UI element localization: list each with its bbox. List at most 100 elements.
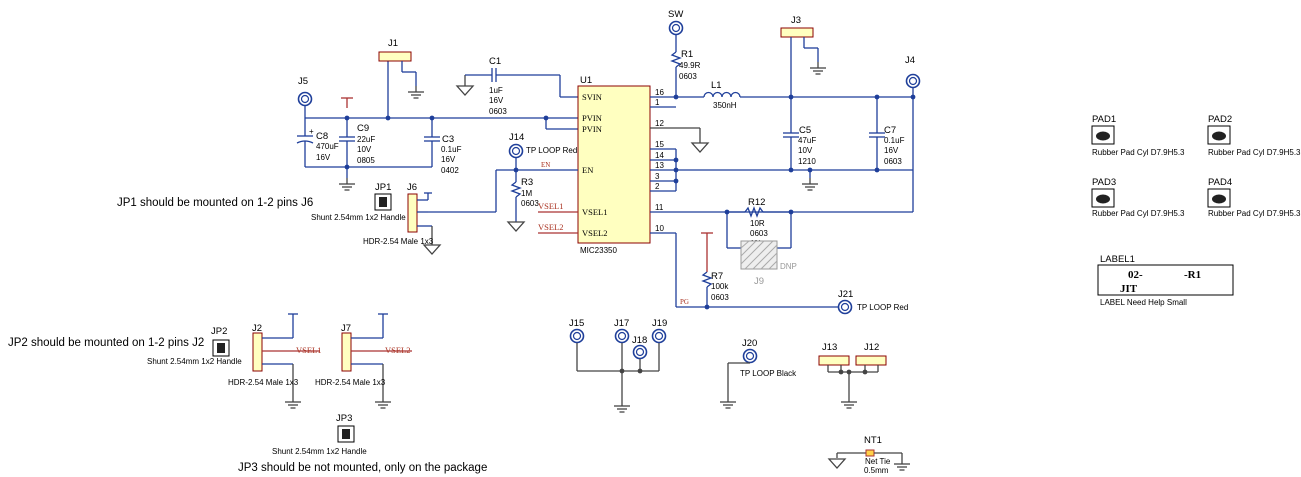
- j13-connector[interactable]: [818, 355, 850, 366]
- svg-text:VSEL2: VSEL2: [582, 228, 608, 238]
- svg-text:TP LOOP Red: TP LOOP Red: [857, 303, 908, 312]
- svg-text:16V: 16V: [441, 155, 456, 164]
- svg-text:100k: 100k: [711, 282, 729, 291]
- j19-testpoint-icon[interactable]: [651, 328, 667, 344]
- c3-capacitor[interactable]: [424, 118, 440, 167]
- l1-ref: L1: [711, 80, 722, 91]
- svg-text:22uF: 22uF: [357, 135, 375, 144]
- svg-text:1M: 1M: [521, 189, 532, 198]
- j5-testpoint-icon[interactable]: [297, 91, 313, 107]
- j18-ref: J18: [632, 335, 647, 346]
- pad2-icon[interactable]: [1207, 125, 1231, 145]
- sw-testpoint-icon[interactable]: [668, 20, 684, 36]
- c5-capacitor[interactable]: [783, 97, 799, 170]
- j21-testpoint-icon[interactable]: [837, 299, 853, 315]
- svg-text:10V: 10V: [357, 145, 372, 154]
- gnd-icon: [507, 221, 525, 232]
- j20-testpoint-icon[interactable]: [742, 348, 758, 364]
- j17-ref: J17: [614, 318, 629, 329]
- j1-connector[interactable]: [378, 51, 417, 86]
- c7-capacitor[interactable]: [869, 97, 885, 170]
- c8-capacitor[interactable]: [296, 130, 314, 167]
- svg-text:15: 15: [655, 140, 664, 149]
- svg-text:350nH: 350nH: [713, 101, 737, 110]
- gnd-icon: [407, 85, 425, 99]
- svg-text:-R1: -R1: [1184, 269, 1201, 281]
- r7-resistor[interactable]: [701, 271, 713, 307]
- j17-testpoint-icon[interactable]: [614, 328, 630, 344]
- j2-connector[interactable]: [252, 313, 320, 396]
- r12-resistor[interactable]: [727, 206, 791, 218]
- jp2-shunt-icon[interactable]: [212, 339, 230, 357]
- net-vsel2-label: VSEL2: [538, 222, 564, 232]
- jp1-shunt-icon[interactable]: [374, 193, 392, 211]
- pad3-icon[interactable]: [1091, 188, 1115, 208]
- c1-ref: C1: [489, 56, 501, 67]
- pad1-icon[interactable]: [1091, 125, 1115, 145]
- j1-ref: J1: [388, 38, 398, 49]
- c1-capacitor[interactable]: [464, 68, 578, 98]
- gnd-icon: [828, 458, 846, 469]
- nt1-net-tie[interactable]: [836, 449, 903, 458]
- jp3-shunt-icon[interactable]: [337, 425, 355, 443]
- pad1-ref: PAD1: [1092, 114, 1116, 125]
- label1-box[interactable]: [1097, 264, 1234, 296]
- svg-text:16: 16: [655, 88, 664, 97]
- j14-testpoint-icon[interactable]: [508, 143, 524, 159]
- j5-ref: J5: [298, 76, 308, 87]
- svg-text:LABEL Need Help Small: LABEL Need Help Small: [1100, 298, 1187, 307]
- svg-text:0.1uF: 0.1uF: [441, 145, 462, 154]
- c7-ref: C7: [884, 125, 896, 136]
- j20-ref: J20: [742, 338, 757, 349]
- j21-ref: J21: [838, 289, 853, 300]
- svg-text:1210: 1210: [798, 157, 816, 166]
- svg-text:PVIN: PVIN: [582, 124, 602, 134]
- gnd-icon: [719, 395, 737, 409]
- j18-testpoint-icon[interactable]: [632, 344, 648, 360]
- svg-text:0603: 0603: [750, 229, 768, 238]
- svg-text:49.9R: 49.9R: [679, 61, 701, 70]
- svg-text:Net Tie: Net Tie: [865, 457, 891, 466]
- u1-part: MIC23350: [580, 246, 617, 255]
- svg-text:10V: 10V: [798, 146, 813, 155]
- gnd-icon: [613, 399, 631, 413]
- j4-testpoint-icon[interactable]: [905, 73, 921, 89]
- j6-connector[interactable]: [407, 192, 433, 245]
- u1-right-pins: [650, 94, 913, 308]
- r7-ref: R7: [711, 271, 723, 282]
- svg-text:16V: 16V: [489, 96, 504, 105]
- r1-resistor[interactable]: [670, 35, 682, 97]
- gnd-icon: [809, 61, 827, 75]
- svg-text:12: 12: [655, 119, 664, 128]
- svg-text:0603: 0603: [679, 72, 697, 81]
- svg-text:Rubber Pad Cyl D7.9H5.3: Rubber Pad Cyl D7.9H5.3: [1208, 209, 1301, 218]
- svg-text:Rubber Pad Cyl D7.9H5.3: Rubber Pad Cyl D7.9H5.3: [1092, 209, 1185, 218]
- l1-inductor[interactable]: [676, 91, 913, 98]
- u1-ic[interactable]: [577, 85, 651, 244]
- j3-connector[interactable]: [780, 27, 819, 97]
- svg-text:Rubber Pad Cyl D7.9H5.3: Rubber Pad Cyl D7.9H5.3: [1092, 148, 1185, 157]
- j7-connector[interactable]: [341, 313, 412, 396]
- c9-capacitor[interactable]: [339, 118, 355, 167]
- power-flag-icon: [340, 97, 354, 109]
- j7-desc: HDR-2.54 Male 1x3: [315, 378, 386, 387]
- r3-resistor[interactable]: [510, 181, 522, 222]
- j15-testpoint-icon[interactable]: [569, 328, 585, 344]
- svg-text:0603: 0603: [711, 293, 729, 302]
- svg-text:10R: 10R: [750, 219, 765, 228]
- j15-ref: J15: [569, 318, 584, 329]
- j9-ref: J9: [754, 276, 764, 287]
- svg-text:16V: 16V: [884, 146, 899, 155]
- pad4-icon[interactable]: [1207, 188, 1231, 208]
- svg-text:3: 3: [655, 172, 660, 181]
- j2-desc: HDR-2.54 Male 1x3: [228, 378, 299, 387]
- j12-connector[interactable]: [855, 355, 887, 366]
- note-jp2: JP2 should be mounted on 1-2 pins J2: [8, 337, 204, 349]
- jp2-ref: JP2: [211, 326, 227, 337]
- svg-text:0603: 0603: [884, 157, 902, 166]
- svg-text:10: 10: [655, 224, 664, 233]
- j9-dnp-jumper[interactable]: [740, 240, 778, 270]
- svg-text:+: +: [309, 127, 314, 136]
- net-en-label: EN: [541, 161, 550, 169]
